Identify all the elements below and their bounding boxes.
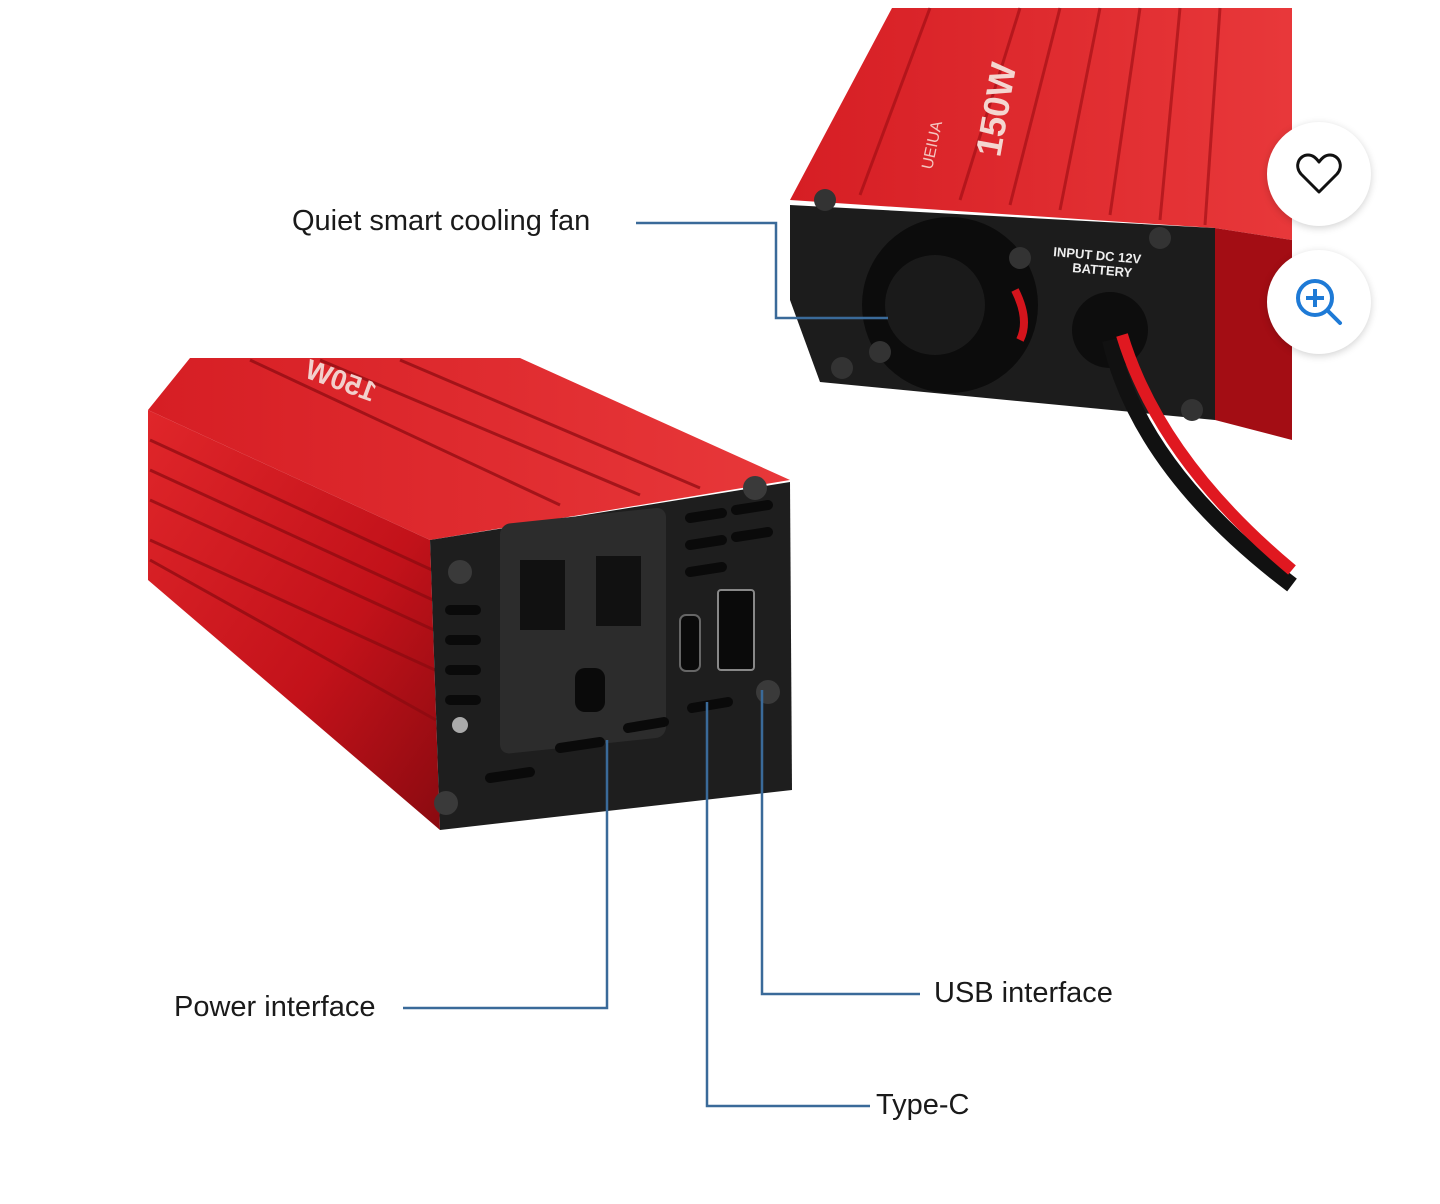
zoom-in-icon bbox=[1296, 279, 1342, 325]
power-callout-label: Power interface bbox=[174, 991, 376, 1023]
fan-callout-label: Quiet smart cooling fan bbox=[292, 205, 591, 237]
fan-callout-line bbox=[636, 221, 888, 320]
power-callout-line bbox=[403, 740, 609, 1010]
typec-callout-label: Type-C bbox=[876, 1089, 970, 1121]
zoom-in-button[interactable] bbox=[1267, 250, 1371, 354]
front-inverter-image: 150W bbox=[148, 353, 792, 830]
heart-outline-icon bbox=[1296, 153, 1342, 194]
typec-callout-line bbox=[705, 702, 870, 1108]
usb-callout-line bbox=[760, 690, 920, 996]
rear-inverter-image: 150W UEIUA INPUT DC 12V BATTERY bbox=[790, 7, 1297, 592]
favorite-button[interactable] bbox=[1267, 122, 1371, 226]
callout-lines bbox=[403, 221, 920, 1108]
rear-battery-label: BATTERY bbox=[1072, 260, 1133, 280]
usb-callout-label: USB interface bbox=[934, 977, 1113, 1009]
